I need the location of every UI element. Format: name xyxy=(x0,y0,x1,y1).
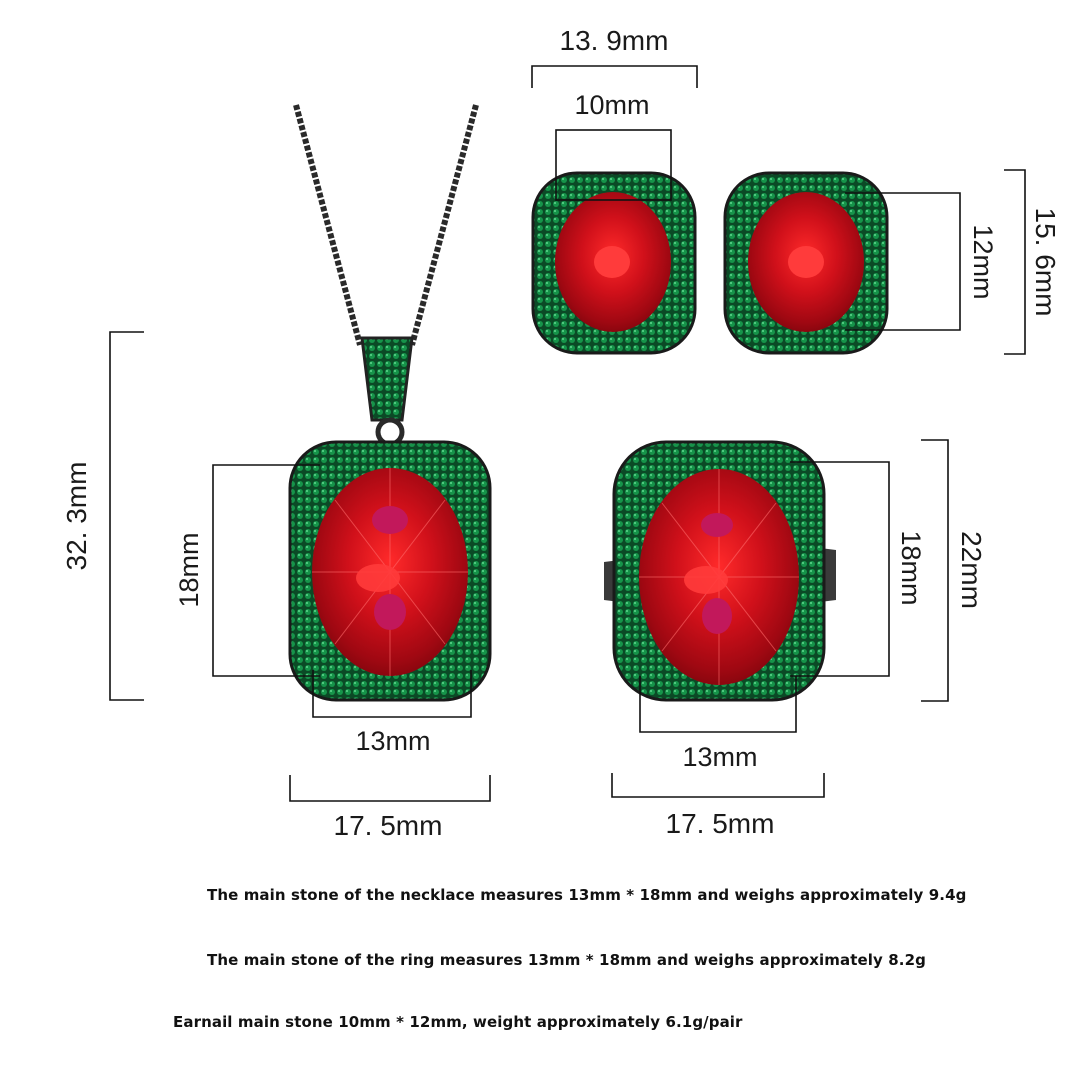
pendant-height-bracket xyxy=(109,331,144,701)
necklace xyxy=(288,104,492,702)
pendant-stone-height-box xyxy=(212,464,320,677)
ring xyxy=(604,440,836,702)
caption-necklace: The main stone of the necklace measures … xyxy=(207,886,967,904)
earring-right xyxy=(723,171,889,355)
ring-stone-glint xyxy=(684,566,728,594)
earring-outer-width-bracket xyxy=(531,65,698,88)
necklace-stone-glint xyxy=(356,564,400,592)
ring-stone-lower xyxy=(702,598,732,634)
earring-outer-width-label: 13. 9mm xyxy=(560,25,669,56)
earring-stone-height-label: 12mm xyxy=(968,224,998,299)
ring-stone-width-box xyxy=(639,676,797,733)
ring-stone-center xyxy=(701,513,733,537)
necklace-bail xyxy=(360,336,414,422)
earring-left xyxy=(531,171,697,355)
ring-stone-height-label: 18mm xyxy=(896,530,926,605)
earring-stone-height-box xyxy=(845,192,961,331)
necklace-stone-lower xyxy=(374,594,406,630)
pendant-outer-width-label: 17. 5mm xyxy=(334,810,443,841)
ring-outer-height-bracket xyxy=(921,439,949,702)
ring-stone-width-label: 13mm xyxy=(682,742,757,772)
necklace-chain xyxy=(293,104,363,346)
earring-right-glint xyxy=(788,246,824,278)
pendant-stone-width-box xyxy=(312,670,472,718)
caption-ring: The main stone of the ring measures 13mm… xyxy=(207,951,926,969)
pendant-stone-width-label: 13mm xyxy=(355,726,430,756)
necklace-chain-right xyxy=(409,104,479,346)
pendant-outer-width-bracket xyxy=(289,775,491,802)
earring-outer-height-bracket xyxy=(1004,169,1026,355)
necklace-stone-center xyxy=(372,506,408,534)
earring-stone-width-box xyxy=(555,129,672,201)
earring-stone-width-label: 10mm xyxy=(574,90,649,120)
pendant-stone-height-label: 18mm xyxy=(174,532,204,607)
ring-outer-width-label: 17. 5mm xyxy=(666,808,775,839)
earring-outer-height-label: 15. 6mm xyxy=(1030,208,1061,317)
ring-outer-height-label: 22mm xyxy=(956,531,987,609)
necklace-jump-ring xyxy=(375,417,405,447)
caption-earnail: Earnail main stone 10mm * 12mm, weight a… xyxy=(173,1013,743,1031)
ring-outer-width-bracket xyxy=(611,773,825,798)
pendant-height-label: 32. 3mm xyxy=(61,462,92,571)
earring-left-glint xyxy=(594,246,630,278)
ring-stone-height-box xyxy=(790,461,890,677)
